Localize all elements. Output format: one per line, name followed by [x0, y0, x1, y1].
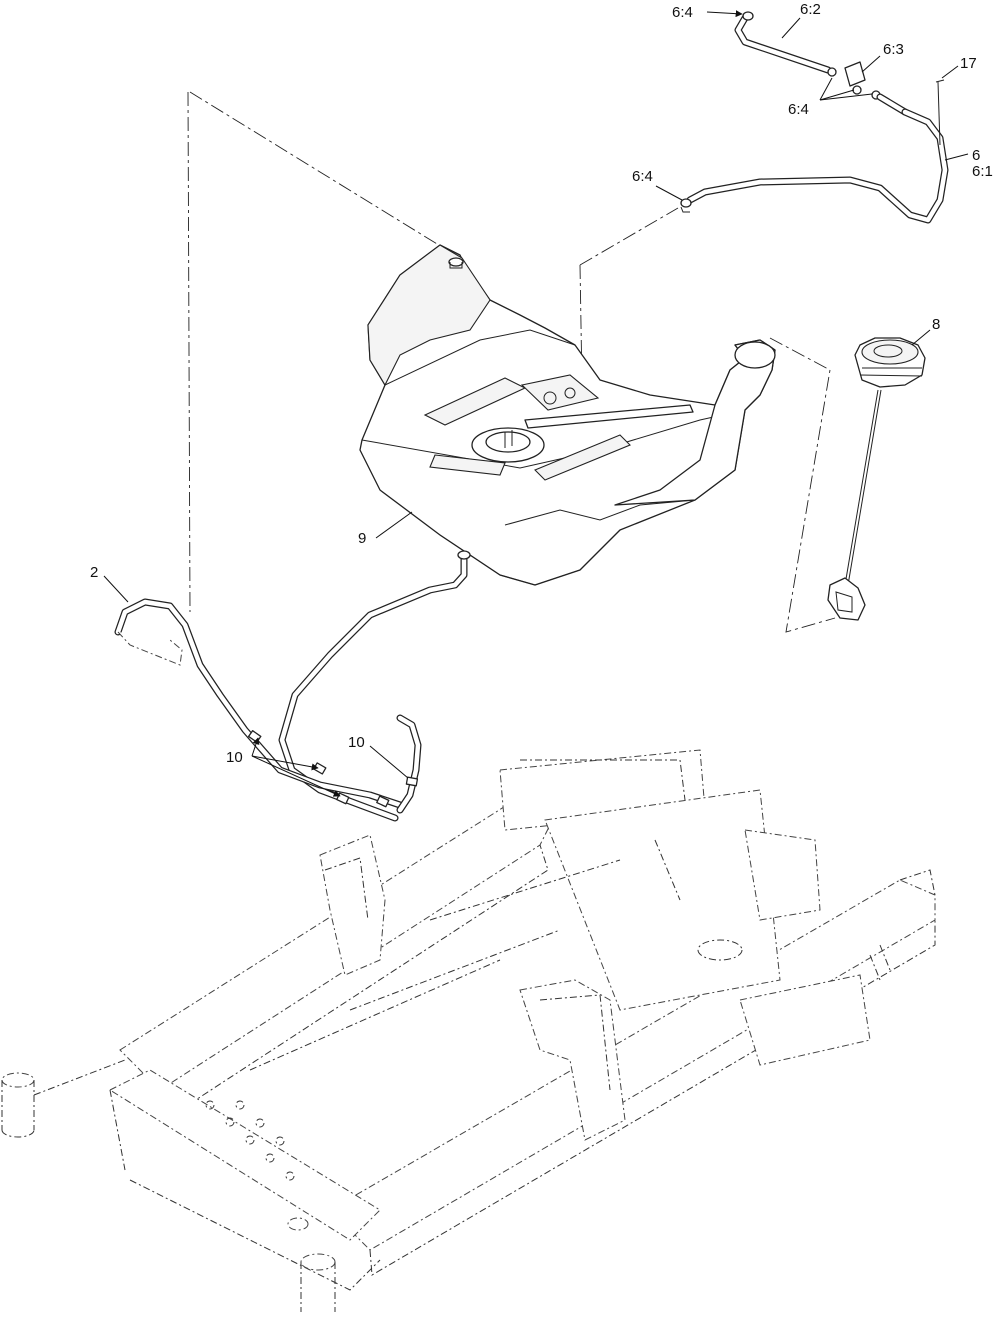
- callout-6-4-left: 6:4: [632, 168, 653, 185]
- callout-labels: 6:4 6:2 6:3 17 6:4 6 6:1 6:4 8 9 2 10 10: [90, 1, 993, 766]
- alignment-phantom-lines: [187, 91, 836, 633]
- callout-17: 17: [960, 55, 977, 72]
- callout-8: 8: [932, 316, 940, 333]
- mower-frame: [1, 749, 936, 1312]
- vent-hose-assembly: [680, 11, 949, 224]
- callout-6-1: 6:1: [972, 163, 993, 180]
- front-plate-holes: [205, 1100, 295, 1181]
- fuel-lines: [114, 550, 471, 822]
- fuel-tank: [359, 244, 776, 586]
- leader-lines: [103, 10, 969, 797]
- callout-6-2: 6:2: [800, 1, 821, 18]
- callout-6-3: 6:3: [883, 41, 904, 58]
- callout-10-right: 10: [348, 734, 365, 751]
- callout-6-4-top: 6:4: [672, 4, 693, 21]
- callout-2: 2: [90, 564, 98, 581]
- callout-9: 9: [358, 530, 366, 547]
- callout-10-left: 10: [226, 749, 243, 766]
- callout-6: 6: [972, 147, 980, 164]
- fuel-cap: [827, 337, 926, 621]
- callout-6-4-mid: 6:4: [788, 101, 809, 118]
